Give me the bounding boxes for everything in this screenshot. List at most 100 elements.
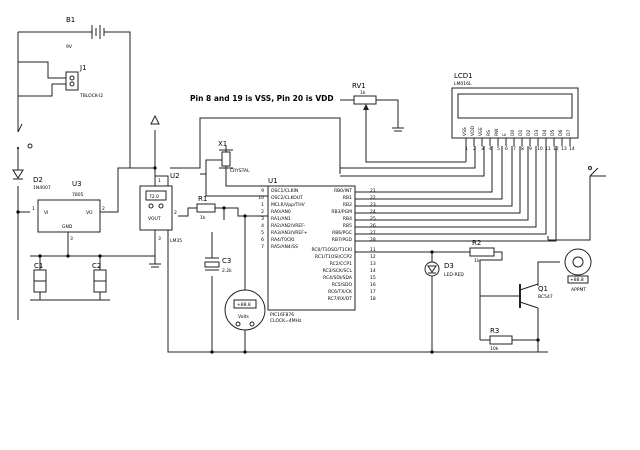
- r2-value: 1k: [474, 258, 480, 264]
- wires: [17, 31, 598, 353]
- u1-pin-number: 28: [370, 237, 376, 243]
- led-d3[interactable]: D3 LED-RED: [424, 261, 464, 278]
- lcd-ref: LCD1: [454, 72, 473, 80]
- u1-pin-name: RB1: [343, 195, 352, 201]
- u1-pin-name: RB3/PGM: [331, 209, 352, 215]
- u2-display: 72.0: [149, 194, 159, 200]
- lcd-pin-name: VSS: [462, 127, 468, 136]
- u1-pin-number: 15: [370, 275, 376, 281]
- u1-pin-name: RB7/PGD: [332, 237, 353, 243]
- regulator-u3[interactable]: U3 7805 VI VO GND 1 2 3: [32, 180, 105, 242]
- u1-pin-name: MCLR/Vpp/THV: [271, 202, 306, 208]
- lcd-pin-name: D6: [558, 130, 564, 136]
- resistor-r2[interactable]: R2 1k: [469, 239, 495, 264]
- u1-pin-name: RC7/RX/DT: [328, 296, 353, 302]
- diode-d2[interactable]: D2 1N4007: [12, 169, 51, 191]
- switch[interactable]: [17, 123, 33, 149]
- potentiometer-rv1[interactable]: RV1 1k: [352, 82, 377, 110]
- transistor-q1[interactable]: Q1 BC547: [519, 283, 553, 309]
- r2-ref: R2: [472, 239, 481, 247]
- battery-b1[interactable]: B1 9V: [66, 16, 105, 50]
- lcd-pin-name: RS: [486, 130, 492, 136]
- u1-pin-number: 13: [370, 261, 376, 267]
- power-arrow-icon: [150, 114, 160, 125]
- u2-ref: U2: [170, 172, 180, 180]
- lcd-pin-name: RW: [494, 128, 500, 136]
- u1-pin-name: RB2: [343, 202, 352, 208]
- u1-pin-name: RC4/SDI/SDA: [323, 275, 353, 281]
- u2-pin-3: 3: [158, 236, 161, 242]
- lcd-pin-number: 13: [561, 146, 567, 152]
- u1-pin-name: RA4/T0CKI: [271, 237, 294, 243]
- u1-ref: U1: [268, 177, 278, 185]
- lcd-pins: VSS1VDD2VEE3RS4RW5E6D07D18D29D310D411D51…: [462, 125, 575, 152]
- u1-pin-number: 24: [370, 209, 376, 215]
- crystal-x1[interactable]: X1 CRYSTAL: [218, 140, 250, 174]
- lcd-pin-number: 4: [489, 146, 492, 152]
- q1-value: BC547: [538, 294, 553, 300]
- d2-value: 1N4007: [33, 185, 51, 191]
- u1-pin-number: 3: [261, 216, 264, 222]
- lcd-pin-number: 7: [513, 146, 516, 152]
- d3-value: LED-RED: [444, 272, 464, 278]
- lcd-display[interactable]: LCD1 LM016L VSS1VDD2VEE3RS4RW5E6D07D18D2…: [451, 72, 579, 152]
- u1-pin-number: 27: [370, 230, 376, 236]
- u1-pin-number: 17: [370, 289, 376, 295]
- u1-pin-name: RC6/TX/CK: [328, 289, 353, 295]
- x1-value: CRYSTAL: [230, 168, 250, 174]
- resistor-r1[interactable]: R1 1k: [196, 195, 216, 221]
- u1-pin-number: 21: [370, 188, 376, 194]
- resistor-r3[interactable]: R3 10k: [489, 327, 513, 352]
- motor[interactable]: +88.8 APPMT: [564, 248, 592, 293]
- d3-ref: D3: [444, 262, 454, 270]
- b1-value: 9V: [66, 44, 73, 50]
- lcd-pin-number: 14: [569, 146, 575, 152]
- j1-ref: J1: [79, 64, 87, 72]
- u3-pin-vo: VO: [86, 210, 93, 216]
- u1-pin-name: RA5/AN4/SS: [271, 244, 298, 250]
- u2-pin-2: 2: [174, 210, 177, 216]
- lcd-pin-number: 9: [529, 146, 532, 152]
- d2-ref: D2: [33, 176, 43, 184]
- r1-ref: R1: [198, 195, 207, 203]
- capacitor-c1[interactable]: C1: [33, 262, 47, 293]
- junctions: [16, 166, 540, 354]
- u3-pin-vi: VI: [44, 210, 48, 216]
- u3-pin-gnd: GND: [62, 224, 73, 230]
- u2-value: LM35: [170, 238, 182, 244]
- motor-reading: +88.8: [570, 277, 584, 283]
- sensor-u2[interactable]: 72.0 VOUT U2 LM35 1 2 3: [139, 172, 182, 244]
- r3-ref: R3: [490, 327, 499, 335]
- u1-clock: CLOCK=4MHz: [270, 318, 302, 324]
- lcd-pin-number: 8: [521, 146, 524, 152]
- u3-pin-3: 3: [70, 236, 73, 242]
- lcd-pin-name: D0: [510, 130, 516, 136]
- u3-pin-1: 1: [32, 206, 35, 212]
- capacitor-c3[interactable]: C3 2.2k: [204, 257, 232, 274]
- u1-pin-name: RB6/PGC: [332, 230, 352, 236]
- u1-pin-number: 11: [370, 247, 376, 253]
- lcd-pin-number: 11: [545, 146, 551, 152]
- lcd-pin-name: VDD: [470, 125, 476, 136]
- u1-pin-number: 26: [370, 223, 376, 229]
- lcd-pin-name: D3: [534, 130, 540, 136]
- u1-pin-name: RB0/INT: [334, 188, 352, 194]
- rv1-value: 1k: [360, 90, 366, 96]
- capacitor-c2[interactable]: C2: [92, 262, 107, 293]
- meter-unit: Volts: [238, 314, 249, 320]
- u1-pin-number: 4: [261, 223, 264, 229]
- voltmeter[interactable]: +88.8 Volts: [224, 289, 266, 331]
- r1-value: 1k: [200, 215, 206, 221]
- b1-ref: B1: [66, 16, 75, 24]
- terminal-j1[interactable]: J1 TBLOCK-I2: [65, 64, 103, 99]
- u1-pin-number: 12: [370, 254, 376, 260]
- lcd-pin-name: D2: [526, 130, 532, 136]
- lcd-pin-name: VEE: [478, 127, 484, 136]
- u1-pin-number: 25: [370, 216, 376, 222]
- q1-ref: Q1: [538, 285, 548, 293]
- u1-pin-number: 18: [370, 296, 376, 302]
- u1-pin-number: 2: [261, 209, 264, 215]
